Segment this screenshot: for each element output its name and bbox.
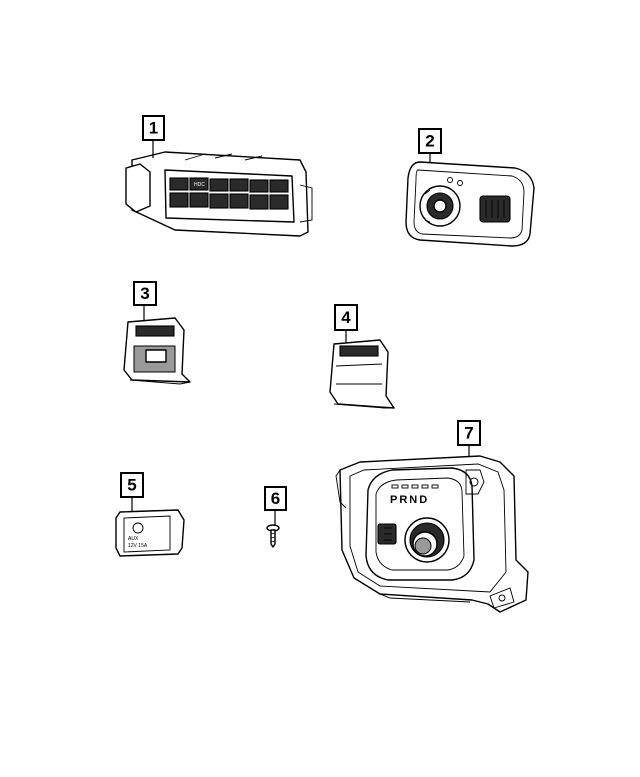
- gear-indicator-text: PRND: [390, 494, 429, 506]
- part-6-screw: [266, 524, 280, 548]
- hdc-label: HDC: [194, 182, 205, 188]
- switch-row-top: [169, 177, 289, 193]
- part-1-switch-bank: HDC: [125, 151, 313, 237]
- part-4-blank-bezel: [329, 339, 395, 409]
- callout-7: 7: [457, 420, 481, 446]
- callout-2: 2: [418, 128, 442, 154]
- svg-text:2: 2: [425, 132, 434, 151]
- dimmer-wheel: [479, 195, 511, 223]
- callout-5: 5: [120, 472, 144, 498]
- svg-text:4: 4: [341, 308, 351, 327]
- part-2-headlamp-switch: [405, 161, 535, 247]
- outlet-label-1: AUX: [128, 536, 139, 542]
- callout-6: 6: [264, 486, 287, 511]
- svg-text:5: 5: [127, 476, 136, 495]
- part-3-switch-bezel: [123, 317, 191, 385]
- gear-indicator-dots: [391, 484, 439, 489]
- svg-text:3: 3: [140, 284, 149, 303]
- callout-1: 1: [142, 115, 165, 141]
- switch-row-bottom: [169, 192, 289, 210]
- outlet-label-2: 12V 15A: [128, 543, 148, 549]
- svg-text:6: 6: [271, 489, 280, 508]
- part-7-shifter-assembly: PRND: [335, 455, 529, 613]
- svg-text:1: 1: [149, 119, 158, 138]
- part-5-power-outlet: AUX 12V 15A: [115, 509, 185, 557]
- callout-3: 3: [133, 281, 157, 306]
- callout-4: 4: [334, 304, 358, 331]
- svg-text:7: 7: [464, 424, 473, 443]
